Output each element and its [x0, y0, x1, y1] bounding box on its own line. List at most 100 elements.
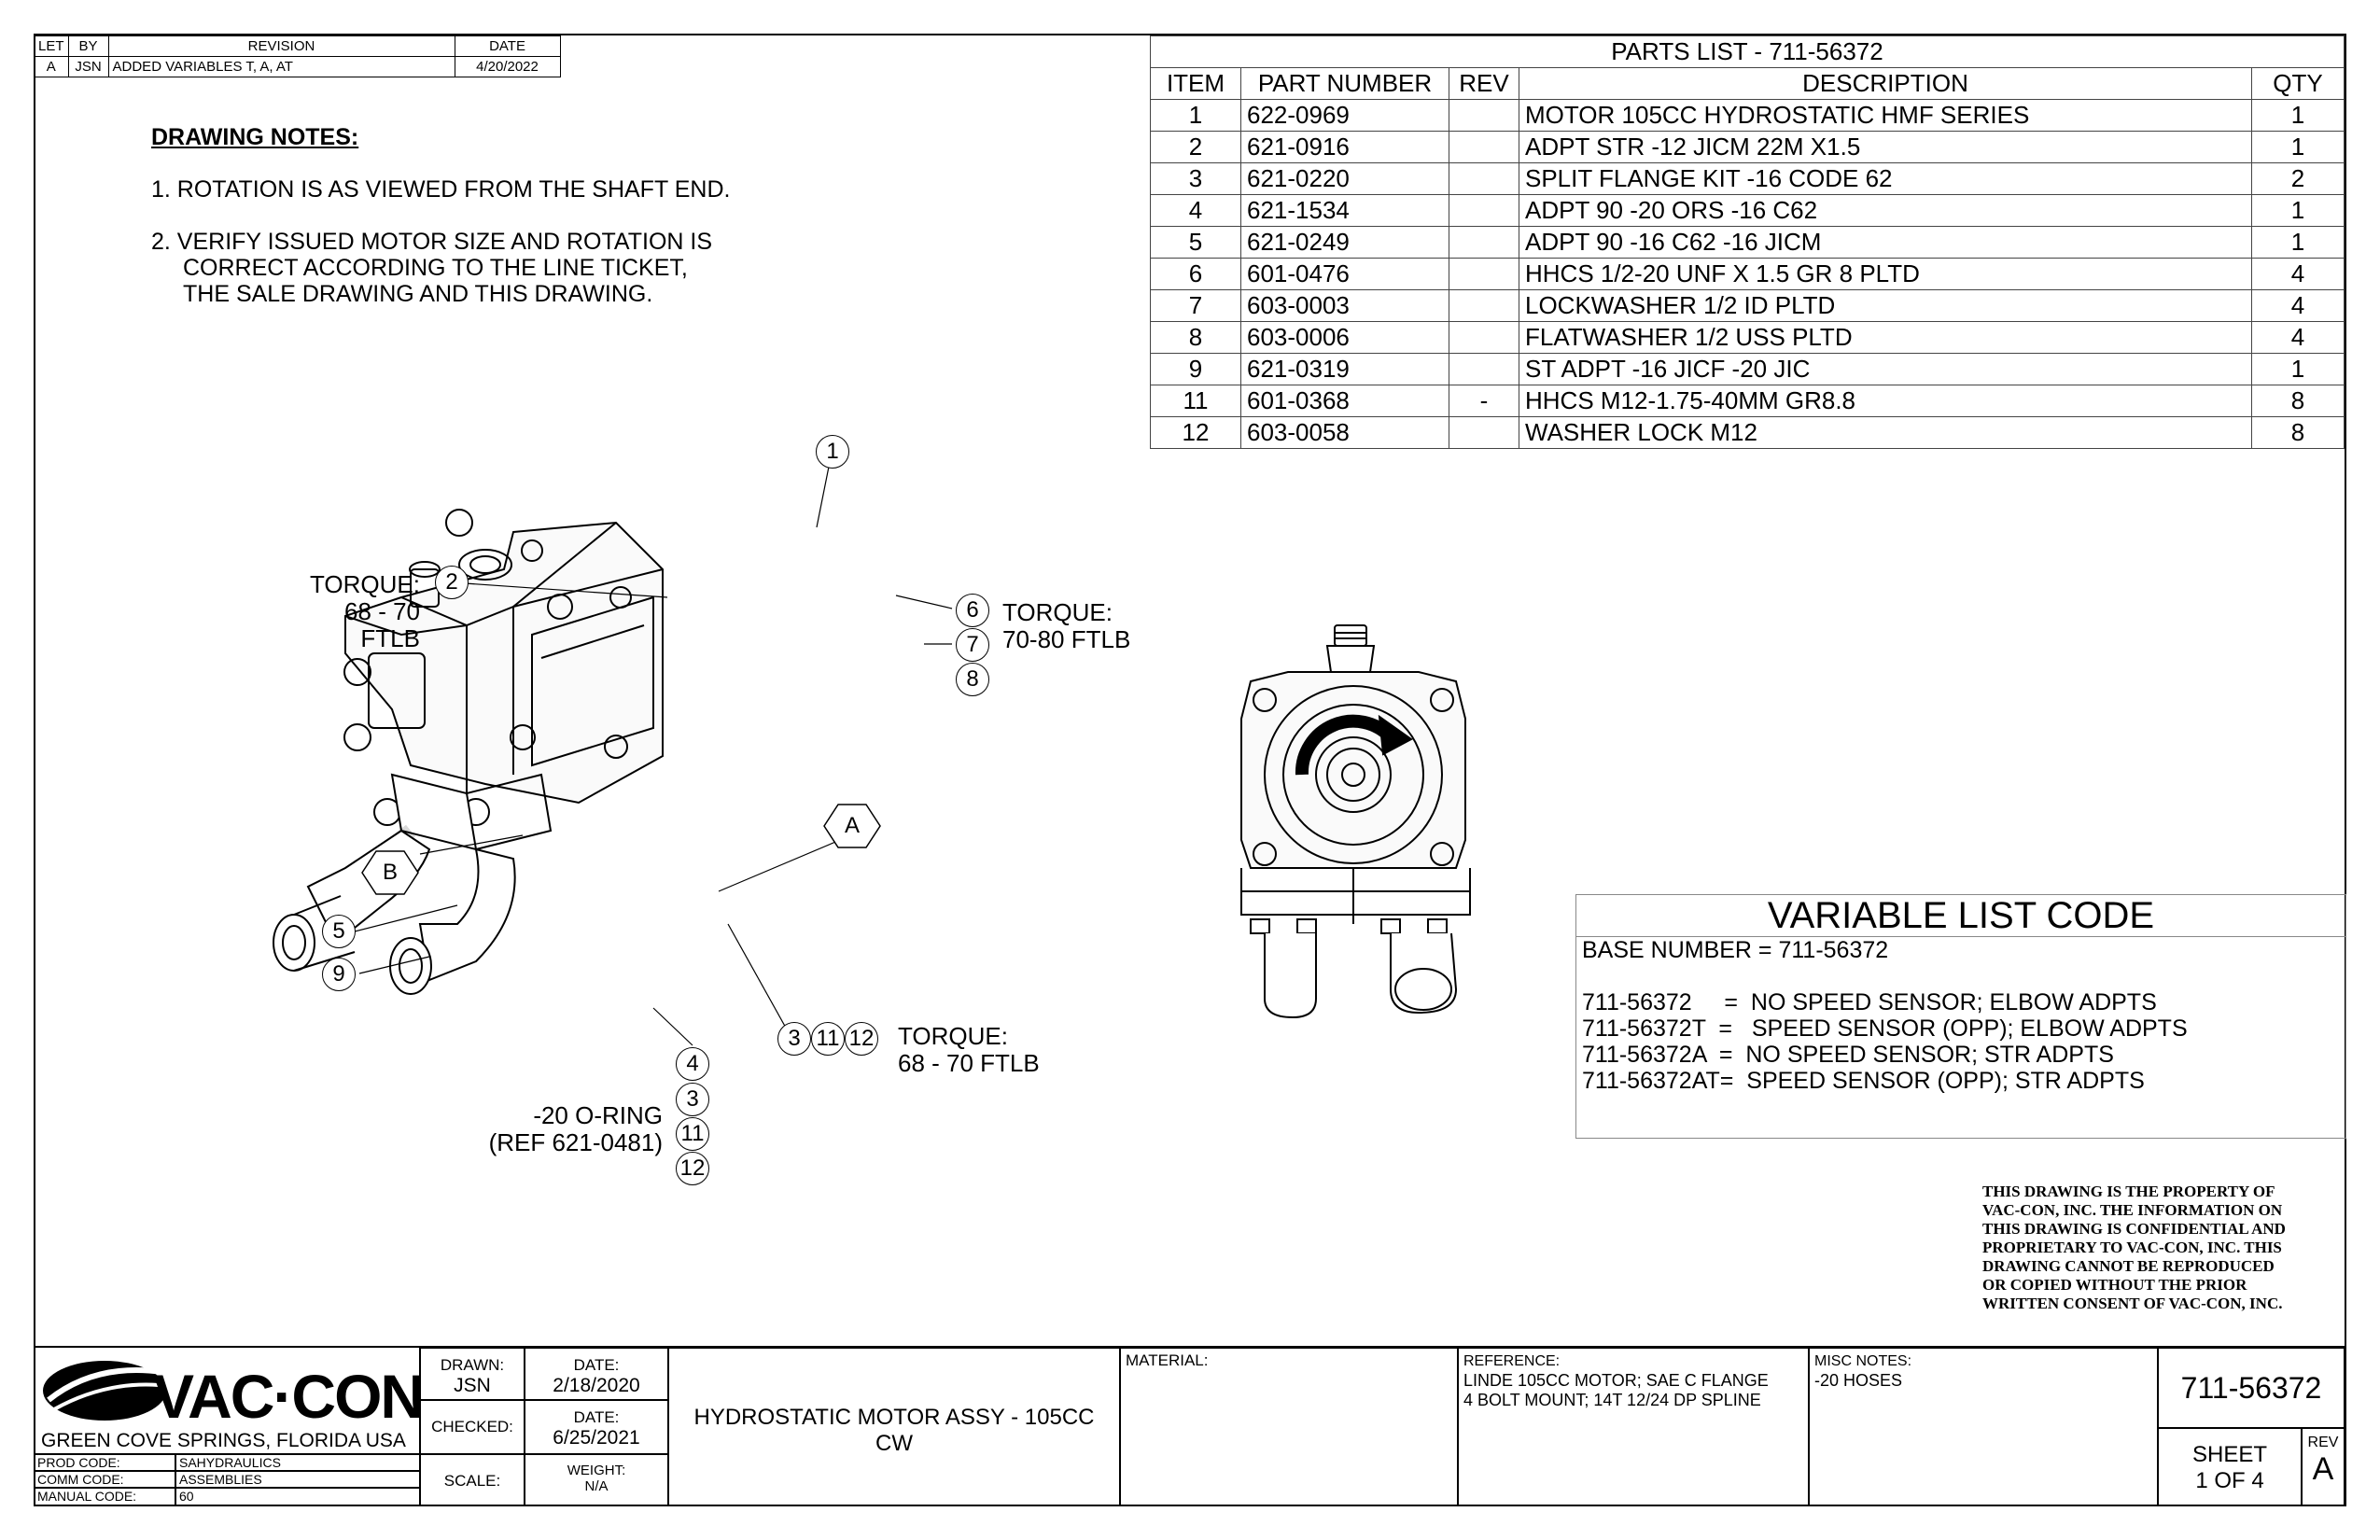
parts-list-title: PARTS LIST - 711-56372 [1150, 35, 2345, 68]
notice-line-1: THIS DRAWING IS THE PROPERTY OF [1982, 1183, 2275, 1200]
drawn-cell: DRAWN: JSN [420, 1348, 525, 1400]
parts-cell-qty: 1 [2251, 353, 2345, 385]
parts-cell-description: ADPT 90 -16 C62 -16 JICM [1519, 226, 2252, 259]
variable-base-number: BASE NUMBER = 711-56372 [1582, 937, 1889, 963]
checked-date-cell: DATE: 6/25/2021 [525, 1400, 668, 1454]
weight-cell: WEIGHT: N/A [525, 1454, 668, 1506]
drawing-notes: DRAWING NOTES: 1. ROTATION IS AS VIEWED … [151, 124, 730, 307]
torque-2-line-1: TORQUE: [310, 570, 420, 598]
callout-6: 6 [956, 594, 989, 627]
manual-code-label: MANUAL CODE: [34, 1488, 175, 1506]
logo-cell: VAC·CON GREEN COVE SPRINGS, FLORIDA USA [34, 1348, 425, 1454]
callout-5: 5 [322, 915, 356, 948]
parts-cell-description: ADPT 90 -20 ORS -16 C62 [1519, 194, 2252, 227]
parts-cell-part-number: 621-0916 [1240, 131, 1449, 163]
variable-line-3: 711-56372A = NO SPEED SENSOR; STR ADPTS [1582, 1042, 2114, 1068]
parts-cell-part-number: 621-1534 [1240, 194, 1449, 227]
drawing-title-cell: HYDROSTATIC MOTOR ASSY - 105CC CW [668, 1348, 1120, 1506]
parts-header-qty: QTY [2251, 67, 2345, 100]
parts-cell-item: 9 [1150, 353, 1241, 385]
parts-cell-item: 7 [1150, 289, 1241, 322]
drawing-number: 711-56372 [2158, 1348, 2345, 1428]
parts-cell-rev [1449, 416, 1519, 449]
torque-6-line-1: TORQUE: [1002, 598, 1113, 626]
note-1: 1. ROTATION IS AS VIEWED FROM THE SHAFT … [151, 176, 731, 203]
title-block: VAC·CON GREEN COVE SPRINGS, FLORIDA USA … [34, 1346, 2346, 1506]
parts-cell-item: 11 [1150, 385, 1241, 417]
callout-4: 4 [676, 1047, 709, 1081]
callout-9: 9 [322, 958, 356, 991]
parts-cell-item: 12 [1150, 416, 1241, 449]
parts-header-description: DESCRIPTION [1519, 67, 2252, 100]
sheet-label: SHEET [2191, 1442, 2267, 1467]
notice-line-5: DRAWING CANNOT BE REPRODUCED [1982, 1257, 2275, 1275]
reference-label: REFERENCE: [1463, 1353, 1561, 1369]
parts-cell-item: 1 [1150, 99, 1241, 132]
sheet-value: 1 OF 4 [2195, 1468, 2264, 1493]
callout-2: 2 [435, 566, 469, 599]
rev-value: A [2312, 1451, 2334, 1487]
front-shaft-view [1240, 624, 1471, 1019]
variable-list-title: VARIABLE LIST CODE [1576, 895, 2345, 937]
comm-code-value: ASSEMBLIES [175, 1471, 420, 1488]
callout-b: B [382, 860, 398, 885]
parts-cell-description: LOCKWASHER 1/2 ID PLTD [1519, 289, 2252, 322]
drawing-title-line-1: HYDROSTATIC MOTOR ASSY - 105CC [693, 1405, 1095, 1430]
parts-cell-rev [1449, 99, 1519, 132]
notice-line-3: THIS DRAWING IS CONFIDENTIAL AND [1982, 1220, 2286, 1238]
oring-line-1: -20 O-RING [533, 1101, 663, 1129]
misc-notes-cell: MISC NOTES: -20 HOSES [1809, 1348, 2158, 1506]
torque-2-line-2: 68 - 70 FTLB [344, 597, 420, 652]
parts-cell-rev [1449, 131, 1519, 163]
company-location: GREEN COVE SPRINGS, FLORIDA USA [41, 1430, 406, 1451]
checked-date-label: DATE: [573, 1408, 620, 1426]
drawn-date-label: DATE: [573, 1356, 620, 1374]
drawn-value: JSN [454, 1375, 491, 1396]
revision-table: LET BY REVISION DATE A JSN ADDED VARIABL… [34, 35, 561, 77]
note-2-line-2: CORRECT ACCORDING TO THE LINE TICKET, [183, 255, 688, 281]
callout-a-hexagon [823, 804, 881, 848]
rev-cell-revision: ADDED VARIABLES T, A, AT [107, 56, 455, 77]
variable-line-2: 711-56372T = SPEED SENSOR (OPP); ELBOW A… [1582, 1015, 2188, 1042]
misc-notes-label: MISC NOTES: [1814, 1353, 1912, 1369]
material-cell: MATERIAL: [1120, 1348, 1458, 1506]
torque-label-2: TORQUE: 68 - 70 FTLB [280, 571, 420, 652]
parts-cell-description: ST ADPT -16 JICF -20 JIC [1519, 353, 2252, 385]
variable-line-4: 711-56372AT= SPEED SENSOR (OPP); STR ADP… [1582, 1068, 2145, 1094]
parts-cell-description: WASHER LOCK M12 [1519, 416, 2252, 449]
rev-label: REV [2307, 1435, 2339, 1450]
company-name: VAC·CON [153, 1362, 425, 1431]
parts-cell-qty: 4 [2251, 321, 2345, 354]
variable-line-1: 711-56372 = NO SPEED SENSOR; ELBOW ADPTS [1582, 989, 2157, 1015]
weight-label: WEIGHT: [567, 1463, 626, 1478]
note-2-line-1: 2. VERIFY ISSUED MOTOR SIZE AND ROTATION… [151, 229, 713, 255]
oring-line-2: (REF 621-0481) [488, 1128, 663, 1156]
parts-cell-qty: 1 [2251, 194, 2345, 227]
parts-cell-item: 5 [1150, 226, 1241, 259]
parts-cell-rev [1449, 194, 1519, 227]
parts-header-part-number: PART NUMBER [1240, 67, 1449, 100]
parts-cell-part-number: 603-0003 [1240, 289, 1449, 322]
torque-label-6: TORQUE: 70-80 FTLB [1002, 599, 1130, 653]
parts-cell-qty: 4 [2251, 289, 2345, 322]
oring-label: -20 O-RING (REF 621-0481) [476, 1102, 663, 1156]
rev-cell-by: JSN [67, 56, 109, 77]
parts-cell-rev [1449, 162, 1519, 195]
callout-11-bottom: 11 [676, 1117, 709, 1151]
parts-cell-description: MOTOR 105CC HYDROSTATIC HMF SERIES [1519, 99, 2252, 132]
notice-line-2: VAC-CON, INC. THE INFORMATION ON [1982, 1201, 2283, 1219]
callout-11-top: 11 [811, 1022, 845, 1056]
parts-cell-qty: 1 [2251, 99, 2345, 132]
drawn-date-cell: DATE: 2/18/2020 [525, 1348, 668, 1400]
torque-label-3: TORQUE: 68 - 70 FTLB [898, 1023, 1040, 1077]
manual-code-value: 60 [175, 1488, 420, 1506]
callout-12-top: 12 [845, 1022, 878, 1056]
drawn-date-value: 2/18/2020 [553, 1375, 640, 1396]
notice-line-6: OR COPIED WITHOUT THE PRIOR [1982, 1276, 2247, 1294]
comm-code-label: COMM CODE: [34, 1471, 175, 1488]
